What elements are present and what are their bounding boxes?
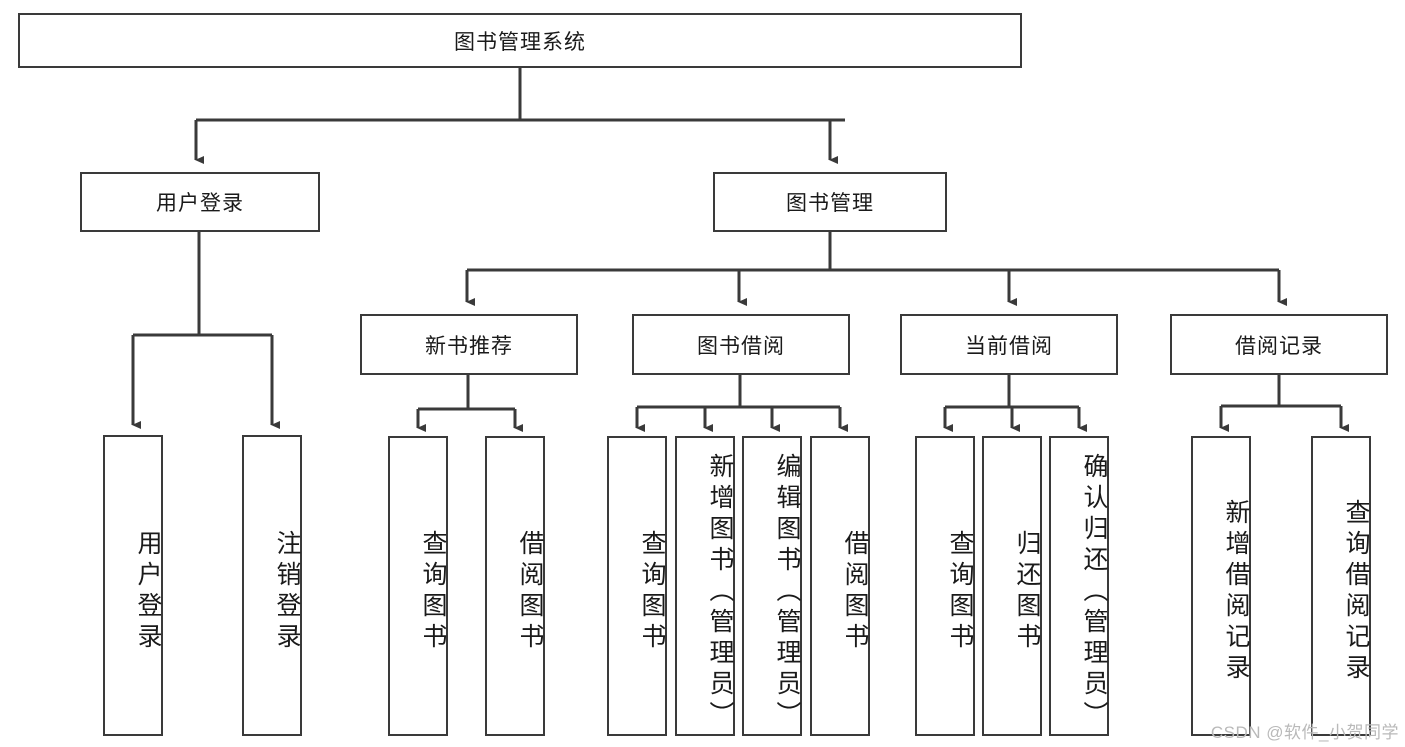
- leaf-records-add-record[interactable]: 新增借阅记录: [1191, 436, 1251, 736]
- leaf-borrow-add-book-label: 新增图书（管理员）: [706, 452, 734, 732]
- leaf-borrow-add-book[interactable]: 新增图书（管理员）: [675, 436, 735, 736]
- node-book-borrow[interactable]: 图书借阅: [632, 314, 850, 375]
- leaf-newbooks-query-book-label: 查询图书: [419, 530, 447, 654]
- leaf-records-add-record-label: 新增借阅记录: [1222, 499, 1250, 685]
- node-new-book-recommend[interactable]: 新书推荐: [360, 314, 578, 375]
- leaf-current-confirm-return[interactable]: 确认归还（管理员）: [1049, 436, 1109, 736]
- leaf-current-return-book-label: 归还图书: [1013, 530, 1041, 654]
- leaf-borrow-query-book[interactable]: 查询图书: [607, 436, 667, 736]
- leaf-user-login-signin-label: 用户登录: [134, 529, 162, 654]
- leaf-current-return-book[interactable]: 归还图书: [982, 436, 1042, 736]
- node-user-login[interactable]: 用户登录: [80, 172, 320, 232]
- node-root-label: 图书管理系统: [454, 30, 586, 54]
- node-new-book-recommend-label: 新书推荐: [425, 334, 513, 358]
- leaf-current-query-book-label: 查询图书: [946, 530, 974, 654]
- leaf-user-login-signout-label: 注销登录: [273, 529, 301, 654]
- node-book-management-label: 图书管理: [786, 192, 874, 215]
- leaf-borrow-borrow-book-label: 借阅图书: [841, 530, 869, 654]
- leaf-borrow-query-book-label: 查询图书: [638, 530, 666, 654]
- leaf-records-query-record-label: 查询借阅记录: [1342, 499, 1370, 685]
- node-current-borrow-label: 当前借阅: [965, 334, 1053, 358]
- node-book-management[interactable]: 图书管理: [713, 172, 947, 232]
- node-book-borrow-label: 图书借阅: [697, 334, 785, 358]
- node-borrow-records-label: 借阅记录: [1235, 334, 1323, 358]
- leaf-borrow-edit-book-label: 编辑图书（管理员）: [773, 452, 801, 732]
- leaf-current-query-book[interactable]: 查询图书: [915, 436, 975, 736]
- node-borrow-records[interactable]: 借阅记录: [1170, 314, 1388, 375]
- leaf-records-query-record[interactable]: 查询借阅记录: [1311, 436, 1371, 736]
- leaf-borrow-borrow-book[interactable]: 借阅图书: [810, 436, 870, 736]
- leaf-current-confirm-return-label: 确认归还（管理员）: [1080, 452, 1108, 732]
- leaf-user-login-signin[interactable]: 用户登录: [103, 435, 163, 736]
- node-user-login-label: 用户登录: [156, 192, 244, 215]
- leaf-newbooks-query-book[interactable]: 查询图书: [388, 436, 448, 736]
- node-current-borrow[interactable]: 当前借阅: [900, 314, 1118, 375]
- node-root[interactable]: 图书管理系统: [18, 13, 1022, 68]
- leaf-newbooks-borrow-book[interactable]: 借阅图书: [485, 436, 545, 736]
- watermark-text: CSDN @软件_小贺同学: [1210, 723, 1399, 742]
- leaf-user-login-signout[interactable]: 注销登录: [242, 435, 302, 736]
- leaf-borrow-edit-book[interactable]: 编辑图书（管理员）: [742, 436, 802, 736]
- leaf-newbooks-borrow-book-label: 借阅图书: [516, 530, 544, 654]
